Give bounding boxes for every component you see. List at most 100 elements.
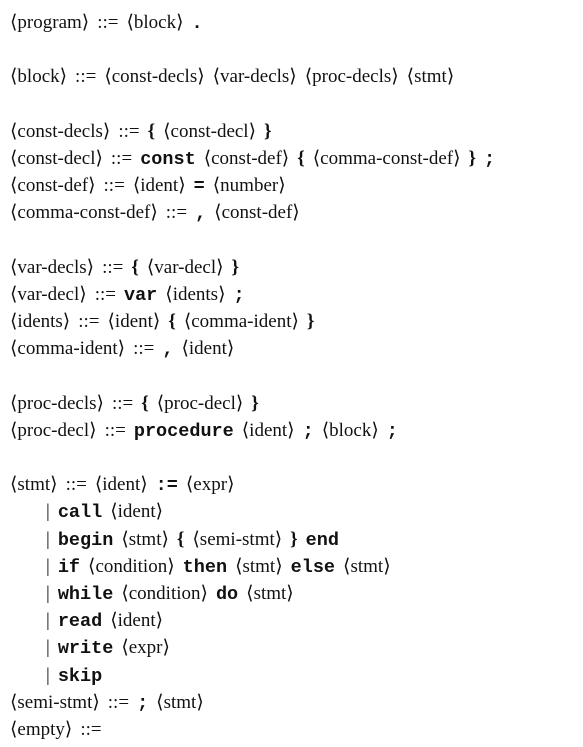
nonterminal: ⟨comma-ident⟩ [183, 311, 299, 333]
nonterminal: ⟨proc-decls⟩ [10, 392, 104, 414]
production-operator: ::= [78, 311, 100, 333]
grammar-document: ⟨program⟩::=⟨block⟩.⟨block⟩::=⟨const-dec… [10, 9, 575, 743]
grammar-rule-line: ⟨block⟩::= ⟨const-decls⟩ ⟨var-decls⟩ ⟨proc-… [10, 63, 575, 90]
nonterminal: ⟨proc-decl⟩ [156, 392, 244, 414]
brace: } [306, 311, 315, 333]
grammar-rule-line: ⟨const-decls⟩::={⟨const-decl⟩} [10, 118, 575, 145]
brace: { [297, 147, 305, 169]
symbol: ; [484, 148, 496, 170]
nonterminal: ⟨ident⟩ [110, 610, 164, 632]
nonterminal: ⟨proc-decls⟩ [304, 66, 399, 88]
keyword: read [57, 611, 103, 633]
nonterminal: ⟨const-decls⟩ [104, 66, 205, 88]
grammar-alternative-line: | read ⟨ident⟩ [10, 607, 575, 634]
production-operator: ::= [75, 66, 97, 88]
keyword: var [123, 284, 158, 306]
nonterminal: ⟨condition⟩ [121, 582, 208, 604]
grammar-rule-line: ⟨empty⟩::= [10, 716, 575, 743]
nonterminal: ⟨const-def⟩ [203, 147, 290, 169]
symbol: . [191, 13, 203, 34]
symbol: ; [233, 284, 245, 306]
production-operator: ::= [102, 256, 124, 278]
nonterminal: ⟨stmt⟩ [156, 691, 204, 713]
nonterminal: ⟨expr⟩ [185, 474, 235, 496]
keyword: while [57, 583, 114, 605]
nonterminal: ⟨stmt⟩ [121, 528, 169, 550]
nonterminal: ⟨var-decl⟩ [146, 256, 224, 278]
nonterminal: ⟨comma-const-def⟩ [312, 147, 461, 169]
symbol: ; [137, 692, 149, 714]
nonterminal: ⟨stmt⟩ [10, 474, 58, 496]
nonterminal: ⟨stmt⟩ [343, 555, 391, 577]
nonterminal: ⟨block⟩ [321, 419, 379, 441]
alternative-bar: | [46, 610, 50, 632]
production-operator: ::= [80, 718, 102, 740]
nonterminal: ⟨const-decls⟩ [10, 120, 111, 142]
alternative-bar: | [46, 664, 50, 686]
production-operator: ::= [97, 12, 119, 33]
symbol: = [193, 176, 205, 198]
brace: } [468, 147, 477, 169]
keyword: procedure [133, 420, 234, 442]
symbol: := [155, 475, 178, 497]
grammar-rule-line: ⟨stmt⟩::= ⟨ident⟩ := ⟨expr⟩ [10, 471, 575, 498]
brace: } [290, 528, 298, 550]
nonterminal: ⟨ident⟩ [241, 419, 295, 441]
grammar-alternative-line: |call⟨ident⟩ [10, 498, 575, 525]
blank-line [10, 36, 575, 63]
nonterminal: ⟨empty⟩ [10, 718, 73, 740]
nonterminal: ⟨ident⟩ [181, 338, 235, 360]
grammar-alternative-line: | skip [10, 662, 575, 689]
nonterminal: ⟨var-decls⟩ [10, 256, 95, 278]
symbol: ; [386, 420, 398, 442]
nonterminal: ⟨var-decl⟩ [10, 283, 87, 305]
nonterminal: ⟨const-decl⟩ [10, 147, 103, 169]
grammar-rule-line: ⟨proc-decls⟩::={⟨proc-decl⟩} [10, 390, 575, 417]
nonterminal: ⟨ident⟩ [132, 175, 186, 197]
keyword: end [305, 529, 339, 551]
keyword: then [182, 556, 228, 578]
grammar-rule-line: ⟨semi-stmt⟩::=;⟨stmt⟩ [10, 689, 575, 716]
nonterminal: ⟨comma-ident⟩ [10, 338, 126, 360]
production-operator: ::= [118, 120, 140, 142]
keyword: write [57, 638, 114, 660]
blank-line [10, 227, 575, 254]
nonterminal: ⟨block⟩ [126, 12, 184, 33]
keyword: else [290, 556, 336, 578]
grammar-rule-line: ⟨comma-ident⟩::=,⟨ident⟩ [10, 335, 575, 362]
nonterminal: ⟨var-decls⟩ [212, 66, 297, 88]
grammar-alternative-line: |begin⟨stmt⟩{⟨semi-stmt⟩}end [10, 526, 575, 553]
grammar-rule-line: ⟨const-decl⟩::=const⟨const-def⟩{⟨comma-c… [10, 145, 575, 172]
nonterminal: ⟨idents⟩ [165, 283, 226, 305]
alternative-bar: | [46, 582, 50, 604]
keyword: begin [57, 529, 114, 551]
nonterminal: ⟨ident⟩ [94, 474, 148, 496]
production-operator: ::= [165, 202, 188, 224]
grammar-rule-line: ⟨var-decl⟩::=var⟨idents⟩; [10, 281, 575, 308]
grammar-rule-line: ⟨idents⟩::=⟨ident⟩{⟨comma-ident⟩} [10, 308, 575, 335]
production-operator: ::= [110, 147, 133, 169]
nonterminal: ⟨expr⟩ [121, 637, 170, 659]
keyword: skip [57, 665, 103, 687]
blank-line [10, 362, 575, 389]
brace: { [131, 256, 139, 278]
production-operator: ::= [103, 175, 125, 197]
brace: { [147, 120, 156, 142]
nonterminal: ⟨idents⟩ [10, 311, 71, 333]
grammar-alternative-line: |while⟨condition⟩do⟨stmt⟩ [10, 580, 575, 607]
production-operator: ::= [65, 474, 87, 496]
production-operator: ::= [133, 338, 155, 360]
production-operator: ::= [111, 392, 134, 414]
blank-line [10, 444, 575, 471]
nonterminal: ⟨block⟩ [10, 66, 68, 88]
brace: } [251, 392, 259, 414]
nonterminal: ⟨const-def⟩ [10, 175, 96, 197]
nonterminal: ⟨stmt⟩ [235, 555, 283, 577]
brace: } [264, 120, 272, 142]
grammar-rule-line: ⟨var-decls⟩::={⟨var-decl⟩} [10, 254, 575, 281]
nonterminal: ⟨proc-decl⟩ [10, 419, 97, 441]
production-operator: ::= [104, 419, 126, 441]
alternative-bar: | [46, 555, 50, 577]
alternative-bar: | [46, 501, 50, 523]
nonterminal: ⟨ident⟩ [110, 501, 164, 523]
